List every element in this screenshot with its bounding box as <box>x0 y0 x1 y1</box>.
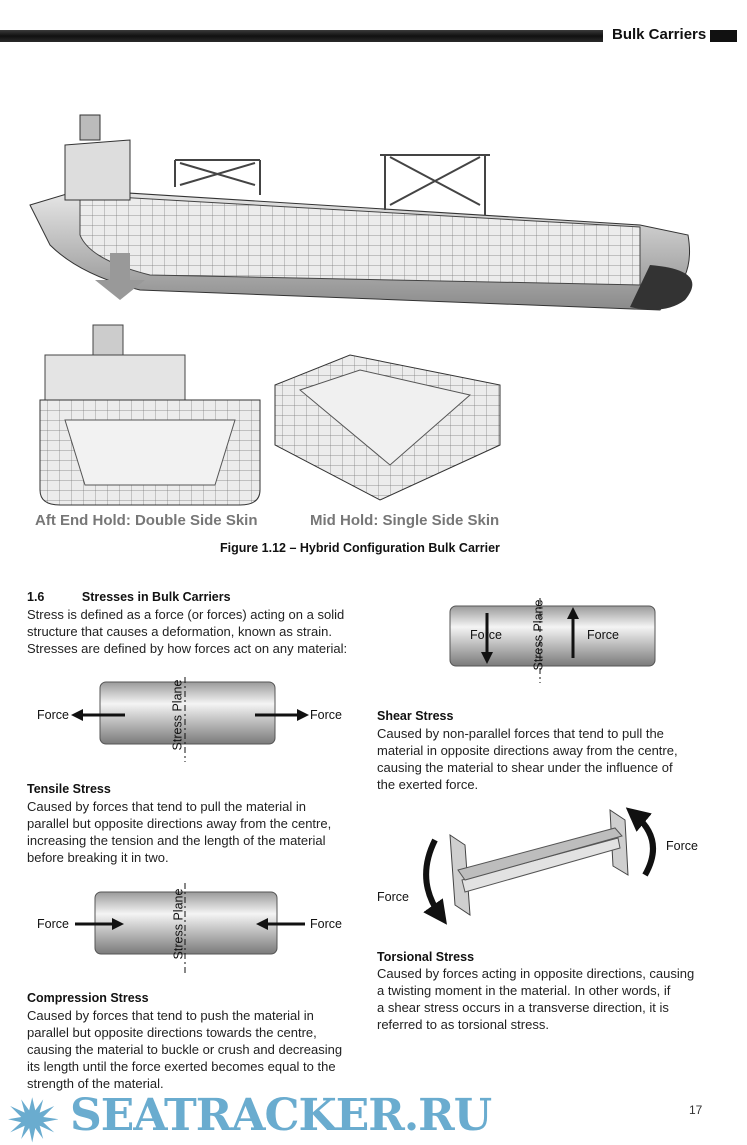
text-line: Caused by forces acting in opposite dire… <box>377 966 695 981</box>
mid-hold-section-illustration <box>274 354 501 501</box>
text-line: increasing the tension and the length of… <box>27 833 326 848</box>
compression-stress-text: Caused by forces that tend to push the m… <box>27 1007 342 1092</box>
compression-stress-diagram <box>75 883 305 975</box>
shear-stress-heading: Shear Stress <box>377 709 454 723</box>
text-line: Stresses are defined by how forces act o… <box>27 641 348 656</box>
shear-stress-text: Caused by non-parallel forces that tend … <box>377 725 678 793</box>
torsional-stress-text: Caused by forces acting in opposite dire… <box>377 965 694 1033</box>
tensile-stress-text: Caused by forces that tend to pull the m… <box>27 798 331 866</box>
text-line: a twisting moment in the material. In ot… <box>377 983 671 998</box>
text-line: structure that causes a deformation, kno… <box>27 624 332 639</box>
shear-stress-diagram <box>449 598 656 683</box>
compression-stress-heading: Compression Stress <box>27 991 149 1005</box>
force-label-right: Force <box>666 839 698 853</box>
section-intro: Stress is defined as a force (or forces)… <box>27 606 347 657</box>
caption-mid-hold: Mid Hold: Single Side Skin <box>310 512 500 529</box>
text-line: Stress is defined as a force (or forces)… <box>27 607 345 622</box>
text-line: the exerted force. <box>377 777 479 792</box>
text-line: its length until the force exerted becom… <box>27 1059 336 1074</box>
force-label-left: Force <box>377 890 409 904</box>
text-line: Caused by forces that tend to push the m… <box>27 1008 314 1023</box>
torsional-stress-heading: Torsional Stress <box>377 950 475 964</box>
section-number: 1.6 <box>27 590 45 604</box>
text-line: material in opposite directions away fro… <box>377 743 678 758</box>
text-line: referred to as torsional stress. <box>377 1017 549 1032</box>
force-label-left: Force <box>37 917 69 931</box>
force-label-left: Force <box>470 628 502 642</box>
section-title: Stresses in Bulk Carriers <box>81 590 231 604</box>
text-line: a shear stress occurs in a transverse di… <box>377 1000 669 1015</box>
force-label-left: Force <box>37 708 69 722</box>
text-line: parallel but opposite directions away fr… <box>27 816 332 831</box>
caption-aft-hold: Aft End Hold: Double Side Skin <box>35 512 258 529</box>
text-line: Caused by forces that tend to pull the m… <box>27 799 306 814</box>
section-heading: 1.6 Stresses in Bulk Carriers <box>27 590 231 604</box>
text-line: parallel but opposite directions towards… <box>27 1025 317 1040</box>
aft-hold-section-illustration <box>39 324 261 506</box>
text-line: Caused by non-parallel forces that tend … <box>377 726 664 741</box>
text-line: strength of the material. <box>27 1076 164 1091</box>
starburst-logo-icon <box>8 1097 58 1143</box>
tensile-stress-heading: Tensile Stress <box>27 782 111 796</box>
text-line: before breaking it in two. <box>27 850 169 865</box>
watermark: SEATRACKER.RU <box>70 1090 492 1141</box>
figure-caption: Figure 1.12 – Hybrid Configuration Bulk … <box>220 541 500 555</box>
header-bar <box>0 30 603 42</box>
force-label-right: Force <box>310 708 342 722</box>
tensile-stress-diagram <box>71 677 309 762</box>
bulk-carrier-illustration <box>29 114 693 311</box>
stress-plane-label: Stress Plane <box>171 888 186 960</box>
header-block <box>710 30 737 42</box>
torsional-stress-diagram <box>423 807 656 925</box>
page-number: 17 <box>689 1103 703 1117</box>
text-line: causing the material to buckle or crush … <box>27 1042 343 1057</box>
stress-plane-label: Stress Plane <box>170 679 185 751</box>
text-line: causing the material to shear under the … <box>377 760 673 775</box>
force-label-right: Force <box>310 917 342 931</box>
stress-plane-label: Stress Plane <box>531 599 546 671</box>
force-label-right: Force <box>587 628 619 642</box>
header-title: Bulk Carriers <box>612 26 707 43</box>
